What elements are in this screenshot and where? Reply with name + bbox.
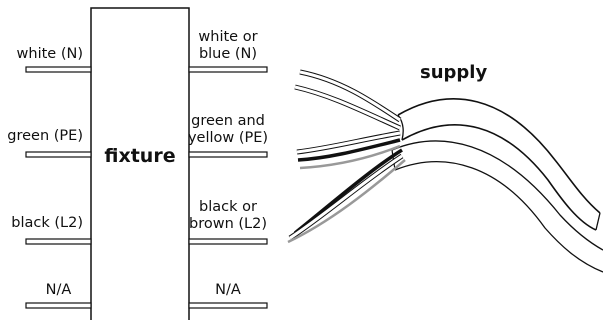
fixture-box [90,7,190,320]
left-terminal-bar-pe [25,151,92,158]
right-terminal-bar-l2 [188,238,268,245]
right-label-l2-line2: brown (L2) [189,216,267,232]
right-label-l2: black or brown (L2) [189,199,267,233]
fixture-label: fixture [104,145,176,167]
right-terminal-bar-n [188,66,268,73]
supply-label: supply [420,62,488,83]
right-label-n: white or blue (N) [189,29,267,63]
left-label-na: N/A [45,282,72,298]
right-label-pe-line2: yellow (PE) [187,130,269,146]
left-label-n: white (N) [16,46,83,62]
supply-wires [287,69,406,244]
left-label-l2: black (L2) [11,215,83,231]
supply-cable-upper-jacket [397,98,601,231]
wire-white [299,69,402,123]
right-label-pe: green and yellow (PE) [185,113,271,147]
right-label-n-line1: white or [198,29,258,45]
right-terminal-bar-na [188,302,268,309]
right-terminal-bar-pe [188,151,268,158]
right-label-n-line2: blue (N) [198,46,258,62]
left-terminal-bar-l2 [25,238,92,245]
left-label-pe: green (PE) [7,128,83,144]
right-label-pe-line1: green and [191,113,265,129]
left-terminal-bar-na [25,302,92,309]
left-terminal-bar-n [25,66,92,73]
right-label-na: N/A [215,282,241,298]
right-label-l2-line1: black or [199,199,257,215]
supply-cable-lower-jacket [391,140,603,273]
